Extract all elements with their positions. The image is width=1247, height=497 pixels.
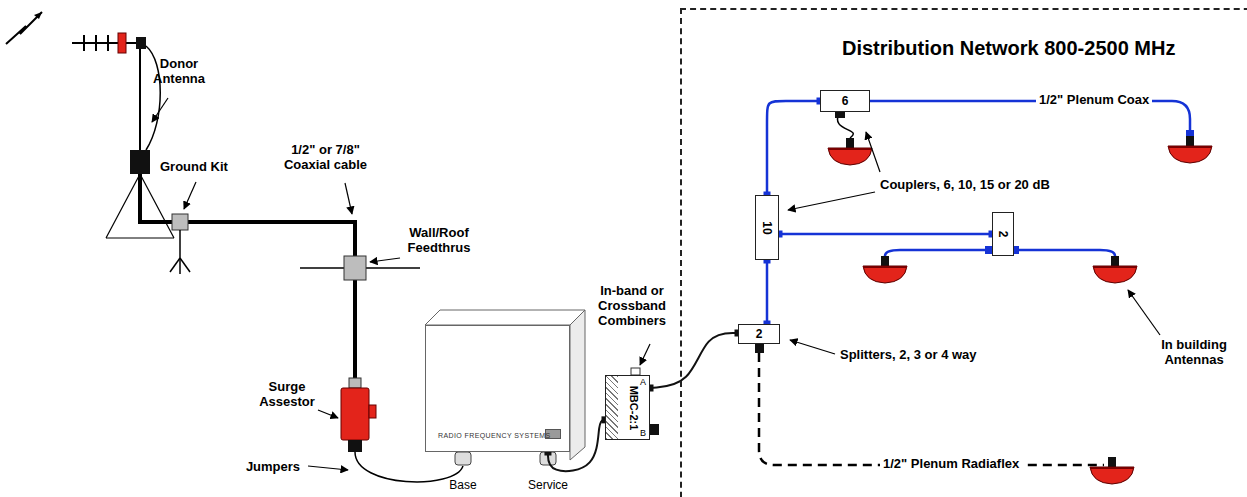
- in-building-antenna: [828, 138, 872, 165]
- coax-connector: [1186, 130, 1194, 137]
- combiner-port-b: [650, 424, 659, 435]
- node-text: Distribution Network 800-2500 MHz: [842, 37, 1175, 60]
- callout-label: Ground Kit: [160, 160, 250, 175]
- leader-arrow: [1128, 290, 1160, 335]
- jumper-cable: [355, 452, 463, 482]
- in-building-antenna: [1168, 136, 1212, 163]
- callout-label: Jumpers: [238, 460, 308, 475]
- tripod-leg: [140, 174, 174, 238]
- ground-rod: [179, 258, 181, 274]
- leader-arrow: [184, 182, 196, 209]
- node-text: RADIO FREQUENCY SYSTEMS: [438, 432, 551, 439]
- antenna-pigtail: [146, 46, 160, 150]
- leader-arrow: [640, 344, 650, 365]
- callout-label: In building Antennas: [1148, 338, 1240, 368]
- callout-label: Splitters, 2, 3 or 4 way: [840, 348, 977, 363]
- leader-arrow: [788, 192, 875, 210]
- leader-arrow: [370, 258, 400, 262]
- node-text: 10: [760, 221, 774, 234]
- ground-rod: [180, 258, 190, 272]
- yagi-element: [83, 35, 85, 51]
- coupler-port: [835, 112, 845, 118]
- repeater-side-face: [570, 310, 585, 460]
- callout-label: 1/2" Plenum Coax: [1036, 93, 1152, 108]
- ground-kit: [172, 214, 188, 230]
- callout-label: Surge Assestor: [252, 380, 322, 410]
- coupler-box: 6: [820, 90, 870, 112]
- plenum-coax: [1012, 250, 1115, 256]
- base-port: [455, 452, 471, 465]
- arrestor-ground-lug: [369, 405, 376, 418]
- main-coax-cable: [140, 174, 355, 380]
- plenum-radiaflex: [759, 353, 1104, 465]
- coax-connector: [985, 246, 992, 254]
- connector-path: [766, 260, 769, 324]
- callout-label: Base: [443, 479, 483, 493]
- combiner-box: MBC-2:1A B: [605, 375, 650, 440]
- splitter-box: 2: [738, 324, 780, 344]
- leader-arrow: [152, 98, 168, 122]
- plenum-coax: [763, 257, 770, 328]
- plenum-coax: [885, 250, 992, 256]
- leader-arrows: [152, 98, 1160, 470]
- node-text: MBC-2:1: [628, 385, 640, 430]
- cable-connector-block: [130, 150, 150, 174]
- callout-label: Couplers, 6, 10, 15 or 20 dB: [880, 178, 1050, 193]
- node-text: A: [640, 377, 646, 387]
- connector-path: [650, 333, 738, 388]
- feedthru: [344, 256, 366, 280]
- antenna-connector: [136, 37, 146, 49]
- jumper-cable: [647, 330, 742, 392]
- callout-label: 1/2" or 7/8" Coaxial cable: [268, 143, 383, 173]
- connector-path: [779, 233, 992, 236]
- node-text: 6: [842, 94, 849, 108]
- leader-arrow: [318, 410, 338, 418]
- leader-arrow: [345, 183, 352, 214]
- yagi-element: [95, 35, 97, 51]
- node-text: 2: [756, 327, 763, 341]
- tripod-leg: [106, 174, 140, 238]
- in-building-antenna: [1090, 457, 1134, 484]
- callout-label: 1/2" Plenum Radiaflex: [880, 457, 1022, 472]
- yagi-element: [107, 35, 109, 51]
- leader-arrow: [866, 132, 880, 172]
- repeater-top-face: [425, 310, 585, 325]
- splitter-box: 2: [992, 212, 1014, 256]
- ground-rod: [170, 258, 180, 272]
- combiner-port-a: [631, 368, 640, 375]
- plenum-coax: [776, 231, 996, 238]
- callout-label: Service: [523, 479, 573, 493]
- repeater-box: RADIO FREQUENCY SYSTEMS: [425, 325, 570, 452]
- ground-wire: [179, 230, 181, 258]
- node-text: B: [640, 428, 646, 438]
- in-building-antenna: [1093, 256, 1137, 283]
- callout-label: Donor Antenna: [143, 57, 215, 87]
- lightning-tip: [34, 12, 42, 19]
- node-text: 2: [996, 231, 1010, 238]
- antenna-mast: [139, 49, 141, 150]
- yagi-driven-element: [118, 33, 126, 53]
- in-building-antenna: [863, 256, 907, 283]
- connector-path: [767, 101, 820, 195]
- surge-arrestor: [341, 388, 369, 440]
- splitter-port: [755, 344, 764, 353]
- lightning-bolt: [6, 12, 42, 44]
- arrestor-bottom-connector: [348, 440, 362, 452]
- tripod-base: [106, 238, 174, 239]
- leader-arrow: [308, 466, 348, 470]
- leader-arrow: [790, 340, 835, 354]
- callout-label: In-band or Crossband Combiners: [588, 284, 676, 329]
- arrestor-top-connector: [349, 378, 361, 388]
- callout-label: Wall/Roof Feedthrus: [398, 226, 480, 256]
- coupler-box: 10: [755, 195, 779, 260]
- distribution-region: Distribution Network 800-2500 MHz 2 10 6 2: [680, 8, 1247, 497]
- plenum-coax: [764, 98, 824, 199]
